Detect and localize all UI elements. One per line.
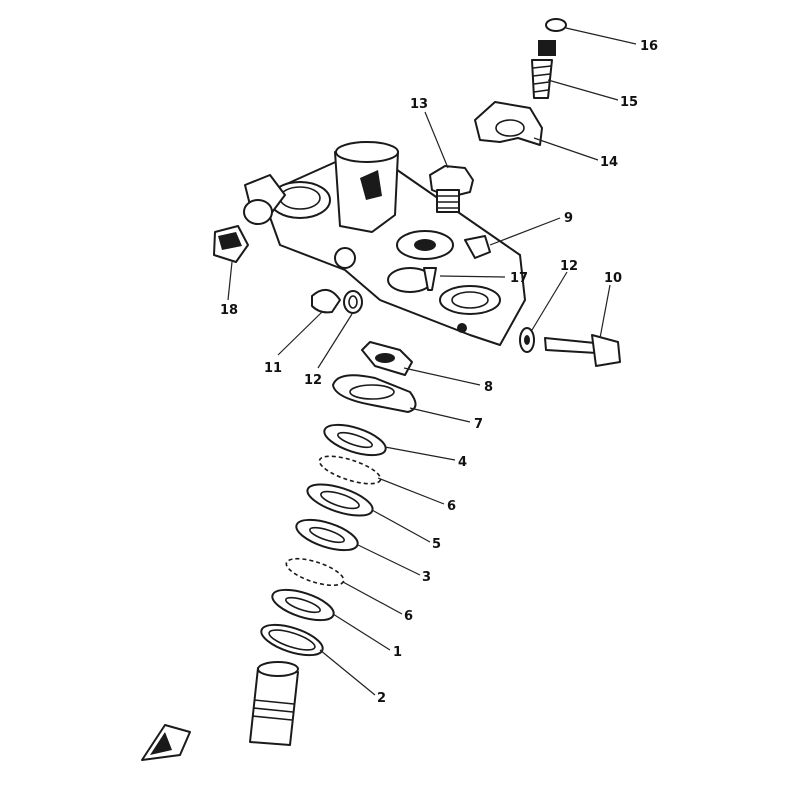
callout-12-left: 12 <box>304 373 322 388</box>
lower-ball-set <box>285 557 345 587</box>
callout-14: 14 <box>600 155 618 170</box>
upper-cup-part <box>306 483 374 517</box>
callout-7: 7 <box>474 417 483 432</box>
callout-15: 15 <box>620 95 638 110</box>
bearing-cover-part <box>332 374 417 413</box>
upper-race-part <box>323 423 387 457</box>
callout-12-right: 12 <box>560 259 578 274</box>
lower-race-part <box>271 588 335 622</box>
bolt-cap-part <box>545 18 567 32</box>
plug-bolt-part <box>429 165 474 213</box>
callout-16: 16 <box>640 39 658 54</box>
handlebar-holder-part <box>474 101 543 146</box>
pinch-bolt-part <box>519 327 621 367</box>
dust-seal-part <box>260 623 324 657</box>
left-cap-washer <box>311 289 363 314</box>
small-cap-part <box>464 235 491 259</box>
front-arrow-icon <box>141 724 191 761</box>
callout-6-upper: 6 <box>447 499 456 514</box>
callout-9: 9 <box>564 211 573 226</box>
left-clip-part <box>213 174 286 263</box>
upper-bracket <box>261 141 526 346</box>
steering-stem-part <box>249 661 299 746</box>
callout-8: 8 <box>484 380 493 395</box>
callout-3: 3 <box>422 570 431 585</box>
lower-cup-part <box>295 518 359 552</box>
callout-17: 17 <box>510 271 528 286</box>
holder-bolt-part <box>531 40 556 99</box>
callout-labels: 16 15 14 13 9 17 12 10 18 11 12 8 7 4 6 … <box>220 39 658 706</box>
callout-11: 11 <box>264 361 282 376</box>
callout-5: 5 <box>432 537 441 552</box>
callout-2: 2 <box>377 691 386 706</box>
ring-nut-part <box>361 341 413 376</box>
upper-ball-set <box>318 455 382 485</box>
callout-13: 13 <box>410 97 428 112</box>
callout-6-lower: 6 <box>404 609 413 624</box>
small-screw-part <box>423 267 437 291</box>
callout-10: 10 <box>604 271 622 286</box>
callout-1: 1 <box>393 645 402 660</box>
callout-18: 18 <box>220 303 238 318</box>
callout-4: 4 <box>458 455 467 470</box>
leader-lines <box>227 27 637 696</box>
